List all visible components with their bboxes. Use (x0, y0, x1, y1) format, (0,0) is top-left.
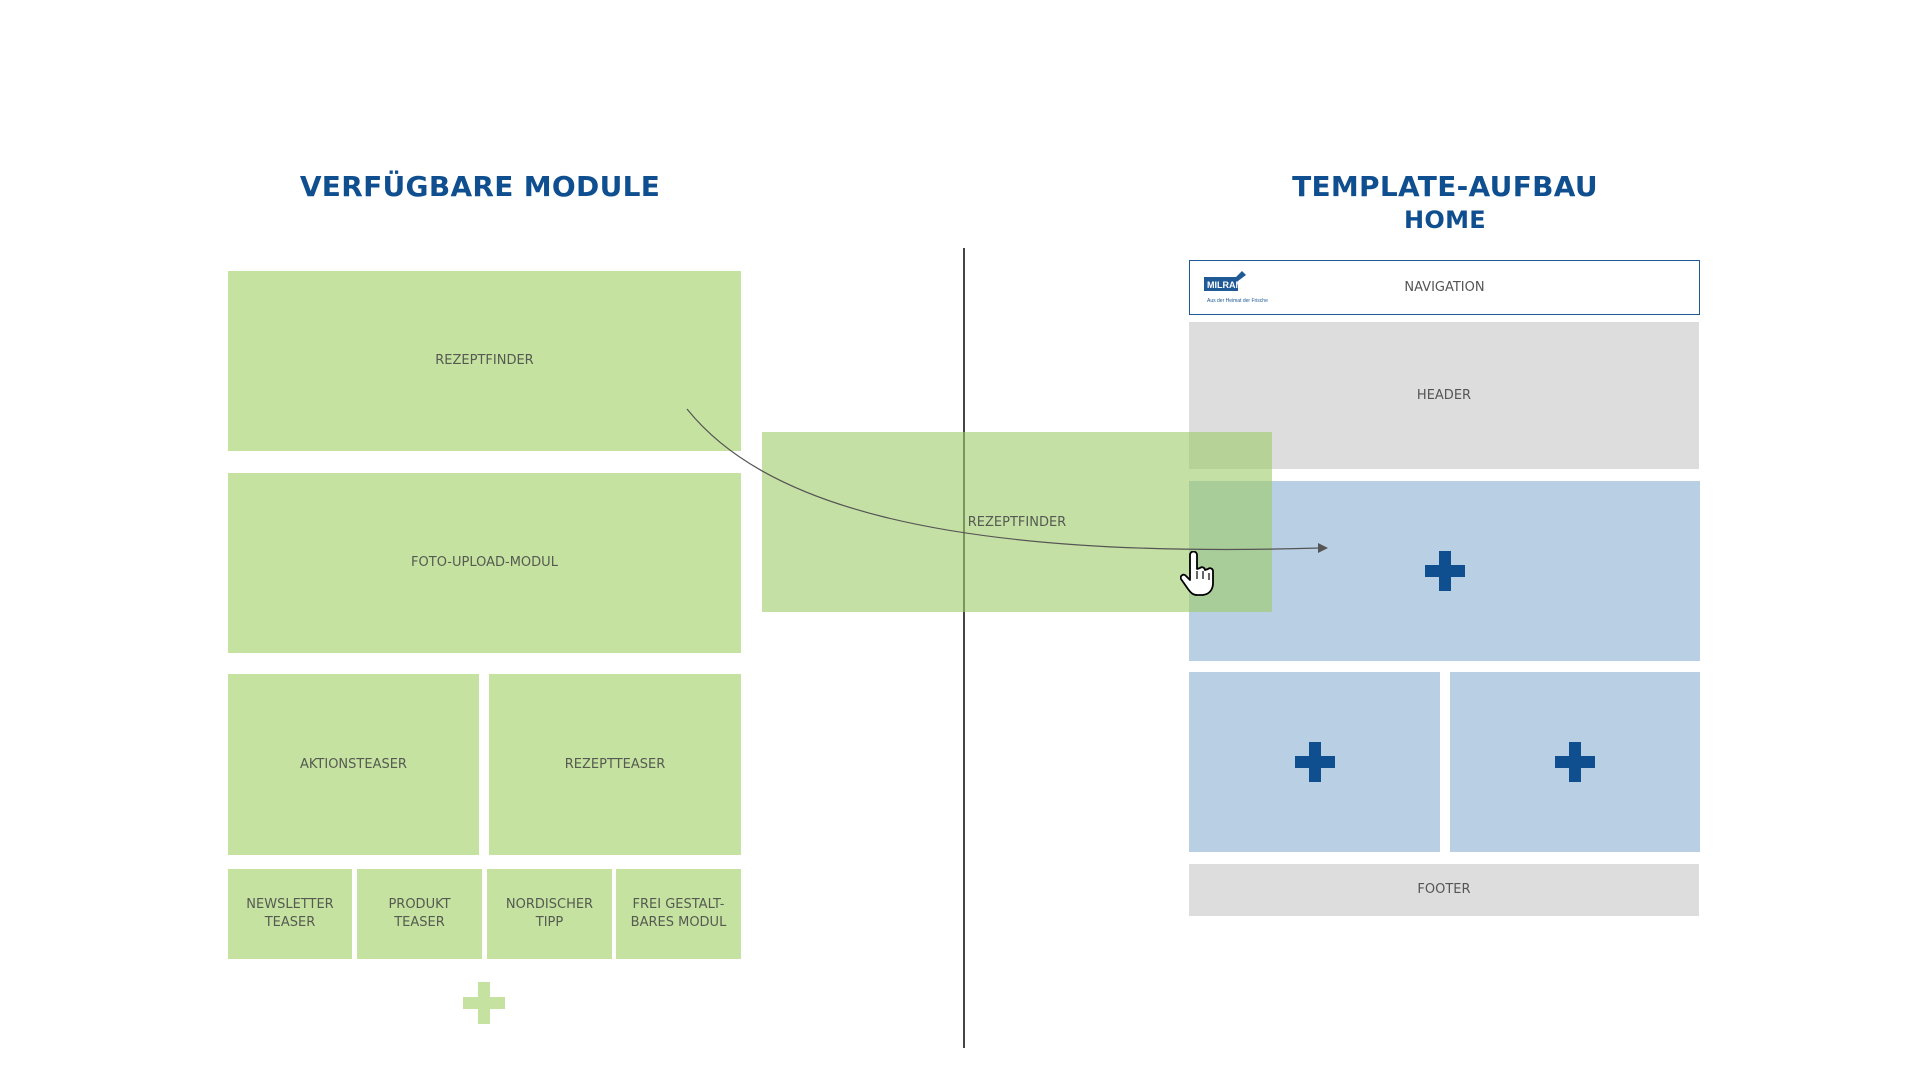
module-aktionsteaser[interactable]: AKTIONSTEASER (228, 674, 479, 855)
content-slot-right[interactable] (1450, 672, 1700, 852)
hand-pointer-icon (1180, 551, 1214, 596)
module-label: AKTIONSTEASER (300, 756, 407, 772)
module-newsletter-teaser[interactable]: NEWSLETTER TEASER (228, 869, 352, 959)
content-slot-left[interactable] (1189, 672, 1440, 852)
module-label: NEWSLETTER TEASER (246, 897, 334, 930)
module-label: PRODUKT TEASER (388, 897, 451, 930)
drag-preview-label: REZEPTFINDER (967, 514, 1067, 530)
footer-label: FOOTER (1417, 882, 1471, 898)
plus-icon (1555, 742, 1595, 782)
module-frei-gestaltbar[interactable]: FREI GESTALT- BARES MODUL (616, 869, 741, 959)
navigation-bar[interactable]: MILRAM Aus der Heimat der Frische NAVIGA… (1189, 260, 1700, 315)
plus-icon (1424, 551, 1465, 591)
module-label: REZEPTFINDER (435, 353, 534, 369)
milram-logo: MILRAM Aus der Heimat der Frische (1204, 271, 1268, 304)
content-slot-full[interactable] (1189, 481, 1700, 661)
module-label: REZEPTTEASER (564, 756, 666, 772)
navigation-label: NAVIGATION (1404, 280, 1485, 295)
module-label: FOTO-UPLOAD-MODUL (411, 555, 558, 571)
module-rezeptfinder[interactable]: REZEPTFINDER (228, 271, 741, 451)
footer-slot[interactable]: FOOTER (1189, 864, 1699, 916)
module-foto-upload[interactable]: FOTO-UPLOAD-MODUL (228, 473, 741, 653)
module-label: FREI GESTALT- BARES MODUL (630, 897, 727, 930)
module-nordischer-tipp[interactable]: NORDISCHER TIPP (487, 869, 612, 959)
template-structure-title: TEMPLATE-AUFBAU (1292, 170, 1598, 203)
module-produkt-teaser[interactable]: PRODUKT TEASER (357, 869, 482, 959)
svg-text:Aus der Heimat der Frische: Aus der Heimat der Frische (1207, 298, 1268, 304)
template-subtitle: HOME (1404, 206, 1486, 234)
available-modules-title: VERFÜGBARE MODULE (299, 170, 661, 203)
module-rezeptteaser[interactable]: REZEPTTEASER (489, 674, 741, 855)
panel-divider (963, 248, 965, 1048)
module-label: NORDISCHER TIPP (505, 897, 594, 930)
header-label: HEADER (1416, 387, 1472, 403)
svg-text:MILRAM: MILRAM (1207, 280, 1243, 290)
plus-icon[interactable] (463, 982, 505, 1024)
plus-icon (1294, 742, 1335, 782)
